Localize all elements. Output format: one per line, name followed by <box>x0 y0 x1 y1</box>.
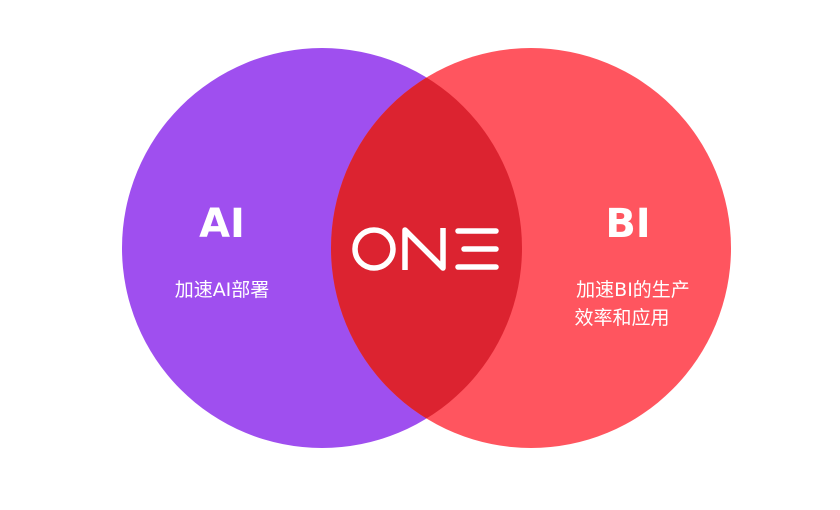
bi-description-line1: 加速BI的生产 <box>576 279 690 301</box>
bi-title: BI <box>605 201 650 247</box>
logo-letter-n <box>402 227 446 271</box>
one-logo <box>352 227 499 271</box>
bi-description-line2: 效率和应用 <box>574 307 669 329</box>
logo-letter-e <box>455 228 499 270</box>
logo-letter-o <box>352 227 396 271</box>
ai-title: AI <box>199 201 245 247</box>
ai-description: 加速AI部署 <box>175 279 270 301</box>
intersection-area <box>331 48 522 448</box>
